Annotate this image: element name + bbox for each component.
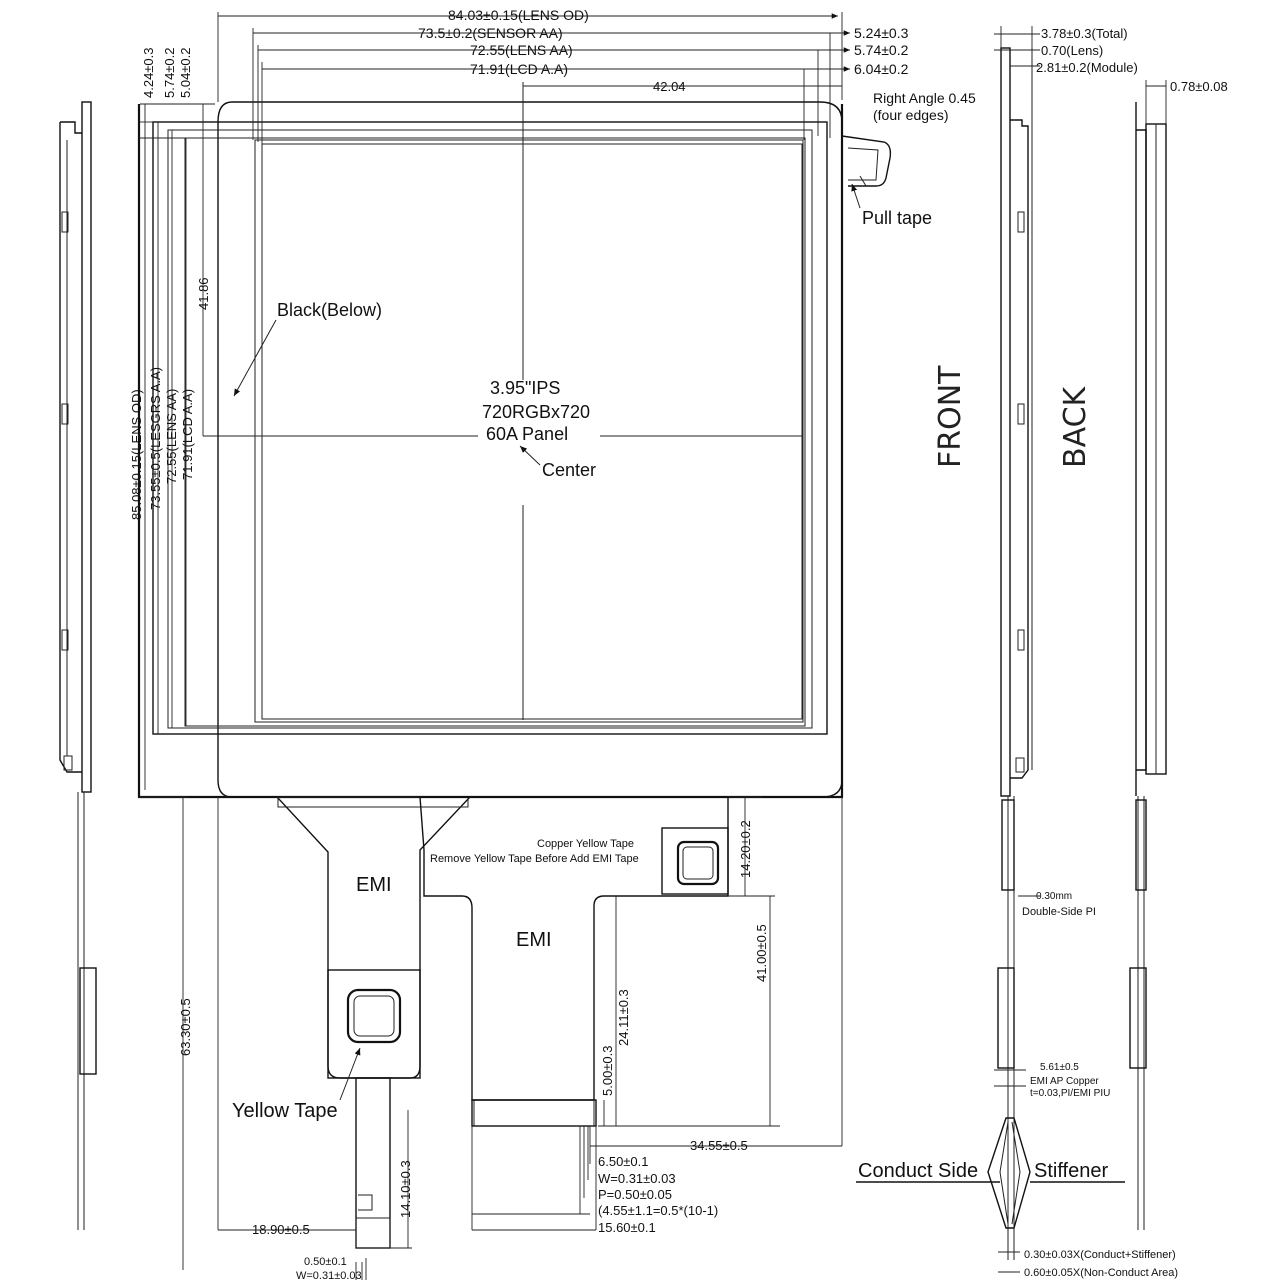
dim-lcd-aa-v: 71.91(LCD A.A) (180, 389, 195, 480)
top-dim-labels: 84.03±0.15(LENS OD) 73.5±0.2(SENSOR AA) … (418, 7, 909, 94)
dim-pp: P=0.50±0.05 (598, 1187, 672, 1202)
dim-h6330: 63.30±0.5 (178, 998, 193, 1056)
center-label: Center (542, 460, 596, 480)
side-dim-labels: 3.78±0.3(Total) 0.70(Lens) 2.81±0.2(Modu… (1022, 26, 1228, 1279)
dim-h1410: 14.10±0.3 (398, 1160, 413, 1218)
dim-p650: 6.50±0.1 (598, 1154, 649, 1169)
dim-total: 3.78±0.3(Total) (1041, 26, 1128, 41)
back-side-profile (1129, 80, 1167, 1230)
dim-module: 2.81±0.2(Module) (1036, 60, 1138, 75)
dim-conduct-stiff: 0.30±0.03X(Conduct+Stiffener) (1024, 1249, 1176, 1261)
dim-lcd-aa: 71.91(LCD A.A) (470, 61, 568, 77)
left-side-profile (59, 101, 97, 1230)
fpc-tail (275, 796, 729, 1249)
four-edges-label: (four edges) (873, 107, 948, 123)
front-side-profile (856, 26, 1125, 1273)
dim-lens-thick: 0.70(Lens) (1041, 43, 1103, 58)
top-dimensions (217, 12, 850, 144)
pull-tape-label: Pull tape (862, 208, 932, 228)
dim-back-thick: 0.78±0.08 (1170, 79, 1228, 94)
panel-line-1: 3.95"IPS (490, 378, 560, 398)
dim-h500: 5.00±0.3 (600, 1045, 615, 1096)
left-dim-labels: 4.24±0.3 5.74±0.2 5.04±0.2 41.86 85.08±0… (129, 47, 211, 520)
dim-center-x: 42.04 (653, 79, 686, 94)
dim-w1890: 18.90±0.5 (252, 1222, 310, 1237)
yellow-tape-label: Yellow Tape (232, 1100, 338, 1122)
emi-width: 5.61±0.5 (1040, 1062, 1079, 1073)
dim-h2411: 24.11±0.3 (616, 989, 631, 1046)
dim-lens-od-v: 85.08±0.15(LENS OD) (129, 389, 144, 520)
front-label: FRONT (933, 365, 968, 468)
conduct-side-label: Conduct Side (858, 1160, 978, 1182)
right-angle-label: Right Angle 0.45 (873, 90, 976, 106)
dim-lens-od: 84.03±0.15(LENS OD) (448, 7, 589, 23)
emi-thickness: t=0.03,PI/EMI PIU (1030, 1088, 1110, 1099)
stiffener-label: Stiffener (1034, 1160, 1108, 1182)
fpc-dim-labels: 14.20±0.2 41.00±0.5 24.11±0.3 5.00±0.3 3… (178, 820, 769, 1280)
dim-t1: 4.24±0.3 (141, 47, 156, 98)
dim-r1: 5.24±0.3 (854, 25, 909, 41)
callout-labels: Right Angle 0.45 (four edges) Pull tape … (232, 90, 1108, 1182)
dim-lens-aa: 72.55(LENS AA) (470, 42, 573, 58)
emi-main-label: EMI (516, 929, 552, 951)
black-below-label: Black(Below) (277, 300, 382, 320)
emi-left-label: EMI (356, 874, 392, 896)
pi-name: Double-Side PI (1022, 906, 1096, 918)
dim-t2: 5.74±0.2 (162, 47, 177, 98)
dim-center-y: 41.86 (196, 277, 211, 310)
dim-sensor-aa: 73.5±0.2(SENSOR AA) (418, 25, 563, 41)
dim-pw: W=0.31±0.03 (598, 1171, 676, 1186)
panel-line-3: 60A Panel (486, 424, 568, 444)
front-view (137, 82, 892, 799)
emi-ap-copper: EMI AP Copper (1030, 1076, 1099, 1087)
dim-sensor-aa-v: 73.55±0.5(LESGRS A.A) (148, 367, 163, 510)
remove-tape-label: Remove Yellow Tape Before Add EMI Tape (430, 853, 639, 865)
pi-thickness: 0.30mm (1036, 891, 1072, 902)
dim-lens-aa-v: 72.55(LENS AA) (164, 389, 179, 484)
dim-pf: (4.55±1.1=0.5*(10-1) (598, 1203, 718, 1218)
dim-w3455: 34.55±0.5 (690, 1138, 748, 1153)
fpc-dimensions (139, 796, 843, 1280)
left-dimensions (139, 103, 255, 790)
copper-tape-label: Copper Yellow Tape (537, 838, 634, 850)
back-label: BACK (1058, 385, 1093, 468)
dim-h1420: 14.20±0.2 (738, 820, 753, 878)
dim-t3: 5.04±0.2 (178, 47, 193, 98)
dim-b050: 0.50±0.1 (304, 1256, 347, 1268)
dim-h4100: 41.00±0.5 (754, 924, 769, 982)
dim-r2: 5.74±0.2 (854, 42, 909, 58)
dim-r3: 6.04±0.2 (854, 61, 909, 77)
dim-p1560: 15.60±0.1 (598, 1220, 656, 1235)
panel-line-2: 720RGBx720 (482, 402, 590, 422)
dim-non-conduct: 0.60±0.05X(Non-Conduct Area) (1024, 1267, 1178, 1279)
dim-bw: W=0.31±0.03 (296, 1270, 362, 1280)
